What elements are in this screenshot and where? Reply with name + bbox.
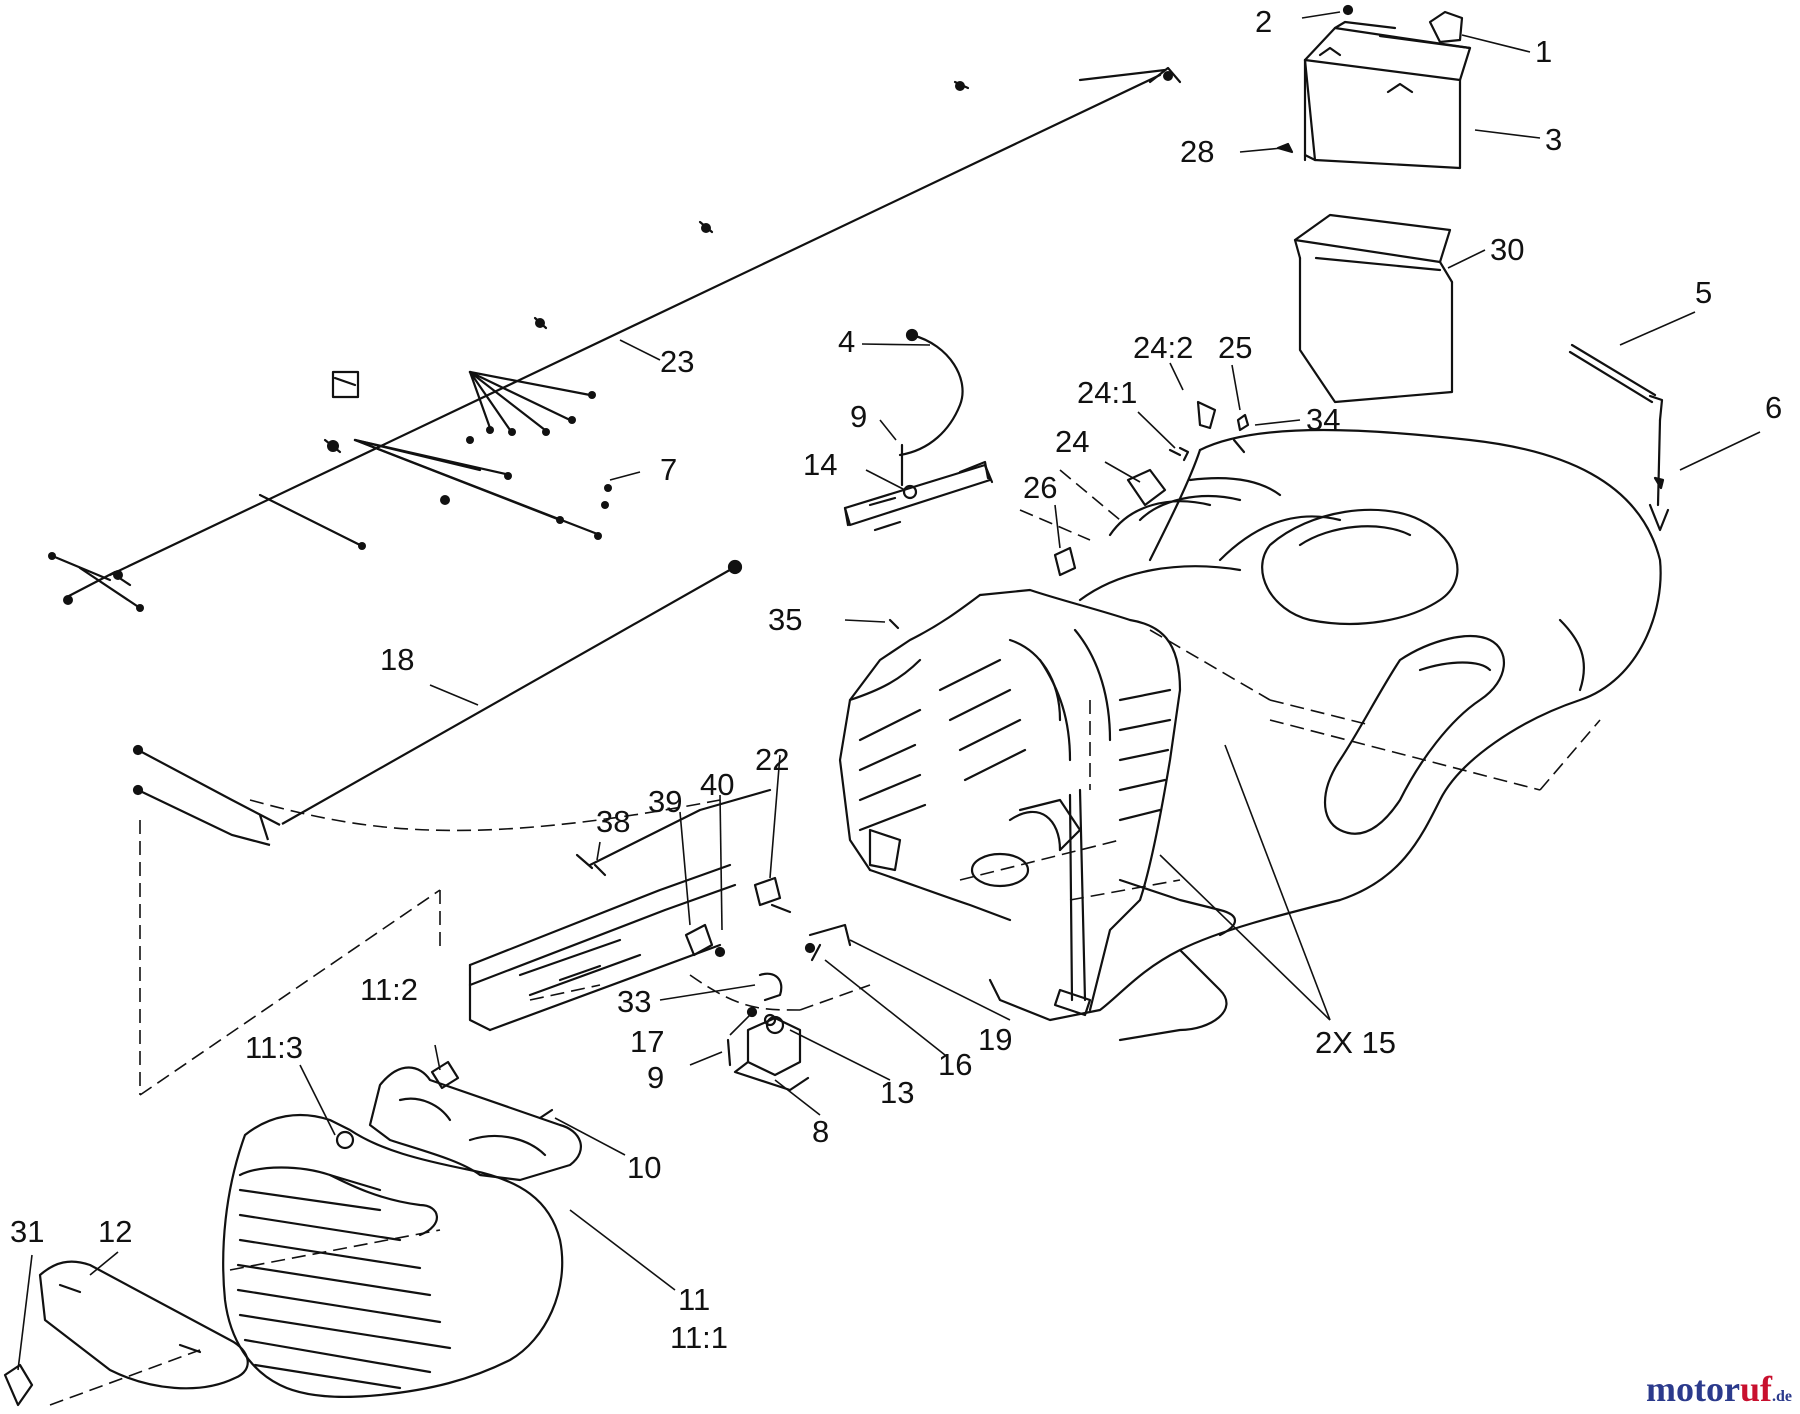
screw-16 — [804, 942, 816, 954]
label-2: 2 — [1255, 4, 1272, 39]
label-30: 30 — [1490, 232, 1524, 267]
washer-13 — [763, 1013, 777, 1027]
label-9-lower: 9 — [647, 1060, 664, 1095]
label-14: 14 — [803, 447, 837, 482]
label-5: 5 — [1695, 275, 1712, 310]
label-2x15: 2X 15 — [1315, 1025, 1396, 1060]
label-4: 4 — [838, 324, 855, 359]
assembly-lines — [49, 469, 1601, 1406]
battery-tray — [1293, 213, 1454, 404]
label-11-2: 11:2 — [360, 972, 418, 1007]
battery-strap — [1568, 343, 1670, 532]
label-31: 31 — [10, 1214, 44, 1249]
label-13: 13 — [880, 1075, 914, 1110]
bolt-2 — [1342, 4, 1354, 16]
label-8: 8 — [812, 1114, 829, 1149]
label-18: 18 — [380, 642, 414, 677]
label-26: 26 — [1023, 470, 1057, 505]
headlight-bracket — [335, 1066, 582, 1182]
label-3: 3 — [1545, 122, 1562, 157]
harness-connectors — [48, 71, 1173, 612]
terminal-cover — [1428, 10, 1464, 44]
label-19: 19 — [978, 1022, 1012, 1057]
watermark-part-1: motor — [1646, 1369, 1740, 1409]
label-24: 24 — [1055, 424, 1089, 459]
label-11-1: 11:1 — [670, 1320, 728, 1355]
front-bumper — [38, 1260, 249, 1390]
label-25: 25 — [1218, 330, 1252, 365]
clip-6 — [1653, 476, 1665, 490]
label-34: 34 — [1306, 402, 1340, 437]
battery — [1303, 20, 1472, 170]
label-12: 12 — [98, 1214, 132, 1249]
label-11: 11 — [678, 1282, 710, 1317]
label-33: 33 — [617, 984, 651, 1019]
cable-19 — [808, 923, 852, 962]
label-11-3: 11:3 — [245, 1030, 303, 1065]
label-9-upper: 9 — [850, 399, 867, 434]
label-24-1: 24:1 — [1077, 375, 1137, 410]
badge-31 — [3, 1363, 34, 1407]
fender-shell — [988, 428, 1662, 1022]
label-7: 7 — [660, 452, 677, 487]
solenoid — [733, 1015, 810, 1092]
label-38: 38 — [596, 804, 630, 839]
label-17: 17 — [630, 1024, 664, 1059]
wire-harness — [48, 66, 1182, 610]
screw-38 — [575, 853, 594, 870]
label-16: 16 — [938, 1047, 972, 1082]
screw-10 — [538, 1108, 554, 1120]
ignition-switch — [1053, 400, 1250, 577]
part-labels: 2 1 3 28 30 5 6 23 4 24:2 25 24:1 34 9 2… — [10, 4, 1782, 1355]
label-23: 23 — [660, 344, 694, 379]
switch-39 — [684, 923, 726, 958]
label-35: 35 — [768, 602, 802, 637]
boot-33 — [758, 972, 783, 1002]
screw-35 — [888, 618, 900, 630]
label-24-2: 24:2 — [1133, 330, 1193, 365]
cable-18 — [132, 559, 743, 847]
watermark-logo: motoruf.de — [1646, 1368, 1792, 1410]
nut-17 — [746, 1006, 758, 1018]
label-40: 40 — [700, 767, 734, 802]
label-22: 22 — [755, 742, 789, 777]
relay-22 — [753, 876, 792, 914]
label-10: 10 — [627, 1150, 661, 1185]
frame-bracket — [468, 788, 772, 1032]
label-1: 1 — [1535, 34, 1552, 69]
bolt-9-lower — [726, 1038, 732, 1067]
dash-panel — [838, 588, 1237, 1042]
label-28: 28 — [1180, 134, 1214, 169]
light-socket — [430, 1060, 460, 1090]
label-6: 6 — [1765, 390, 1782, 425]
watermark-part-2: uf — [1739, 1369, 1772, 1409]
leader-lines — [17, 11, 1761, 1371]
mounting-bracket — [843, 460, 994, 532]
nut-28 — [1276, 142, 1294, 154]
grille-hood — [222, 1113, 564, 1399]
washer — [902, 484, 918, 500]
watermark-part-3: .de — [1772, 1388, 1792, 1405]
label-39: 39 — [648, 784, 682, 819]
ground-wire — [898, 328, 964, 457]
